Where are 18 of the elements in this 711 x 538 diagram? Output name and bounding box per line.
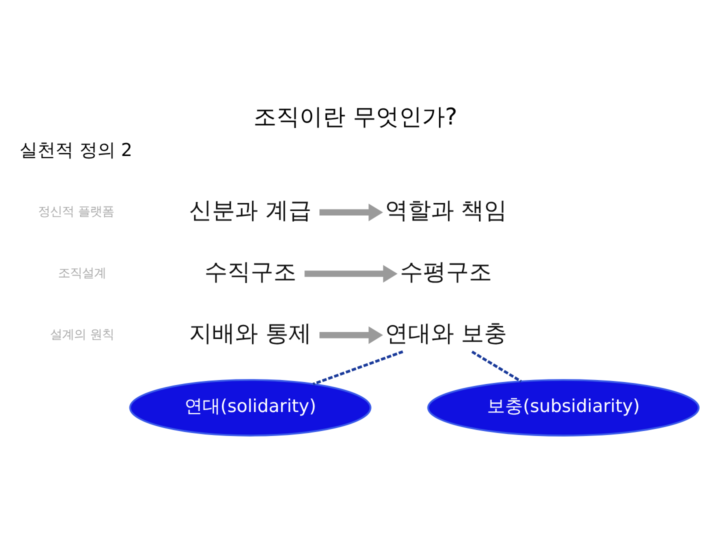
arrow — [319, 326, 384, 344]
node-ellipse: 보충(subsidiarity) — [427, 379, 700, 436]
node-text: 역할과 책임 — [384, 198, 508, 224]
node-text: 신분과 계급 — [189, 198, 312, 224]
node-ellipse: 연대(solidarity) — [129, 379, 372, 436]
connector — [471, 350, 522, 382]
node-text: 수평구조 — [400, 259, 492, 286]
label: 실천적 정의 2 — [20, 140, 132, 161]
arrow — [304, 264, 398, 283]
label: 정신적 플랫폼 — [38, 204, 114, 219]
connector — [312, 350, 404, 386]
label: 조직설계 — [58, 265, 106, 280]
arrow — [319, 204, 384, 222]
label: 설계의 원칙 — [50, 326, 114, 342]
diagram-title: 조직이란 무엇인가? — [254, 104, 458, 131]
node-text: 지배와 통제 — [189, 320, 312, 347]
node-text: 연대와 보충 — [384, 320, 508, 347]
node-text: 수직구조 — [204, 259, 296, 286]
